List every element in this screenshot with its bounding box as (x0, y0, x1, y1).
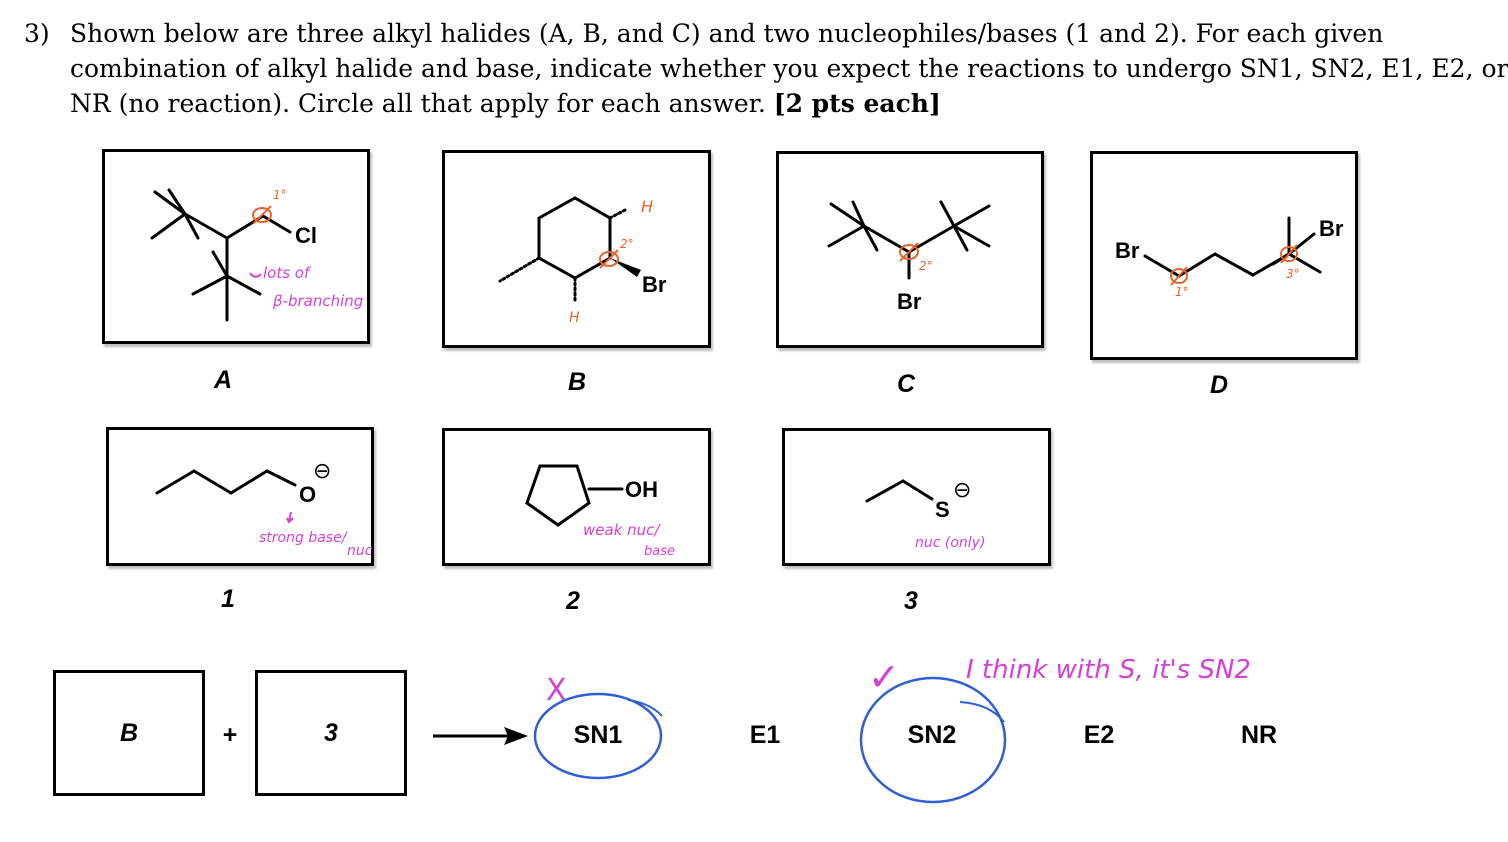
option-e2[interactable]: E2 (1083, 721, 1115, 749)
option-sn1[interactable]: SN1 (573, 721, 623, 749)
halide-c-structure-box: Br 2° (776, 151, 1044, 348)
halide-b-atom: Br (642, 272, 667, 297)
reaction-arrow (433, 727, 528, 745)
question-number: 3) (24, 19, 50, 48)
halide-d-structure: Br Br 1° 3° (1115, 216, 1344, 299)
question-text: Shown below are three alkyl halides (A, … (70, 16, 1508, 121)
nucleophile-2-structure-box: OH weak nuc/ base (442, 428, 711, 566)
answer-halide-box[interactable]: B (53, 670, 205, 796)
halide-b-label: B (567, 368, 587, 396)
halide-a-structure: Cl 1° lots of β-branching (150, 188, 363, 322)
halide-c-label: C (896, 370, 916, 398)
question-line-3: NR (no reaction). Circle all that apply … (70, 86, 1410, 121)
halide-c-structure: Br 2° (827, 200, 991, 314)
halide-a-label: A (213, 366, 233, 394)
handwritten-annotations: X ✓ I think with S, it's SN2 (533, 655, 1251, 804)
nucleophile-1-structure-box: O ⊖ strong base/ nuc (106, 427, 374, 566)
option-e1[interactable]: E1 (749, 721, 781, 749)
nucleophile-1-note-line-1: strong base/ (259, 530, 348, 546)
option-nr[interactable]: NR (1240, 721, 1278, 749)
nucleophile-1-label: 1 (221, 585, 235, 613)
halide-c-degree-note: 2° (919, 259, 933, 273)
nucleophile-2-note-line-1: weak nuc/ (583, 521, 661, 539)
halide-d-atom-right: Br (1319, 216, 1344, 241)
nucleophile-3-charge: ⊖ (953, 478, 971, 503)
handwritten-comment: I think with S, it's SN2 (966, 655, 1251, 685)
option-sn2[interactable]: SN2 (907, 721, 957, 749)
halide-c-atom: Br (897, 289, 922, 314)
halide-a-structure-box: Cl 1° lots of β-branching (102, 149, 370, 344)
nucleophile-1-note-line-2: nuc (347, 543, 373, 559)
wrong-mark: X (546, 673, 567, 708)
plus-sign: + (222, 721, 238, 749)
nucleophile-3-structure: S ⊖ nuc (only) (865, 478, 985, 551)
nucleophile-3-atom: S (935, 497, 950, 522)
nucleophile-2-note-line-2: base (644, 544, 675, 559)
nucleophile-2-structure: OH weak nuc/ base (525, 464, 675, 559)
halide-d-label: D (1209, 371, 1229, 399)
correct-mark: ✓ (868, 655, 900, 699)
halide-a-note-line-2: β-branching (272, 292, 363, 310)
halide-d-structure-box: Br Br 1° 3° (1090, 151, 1358, 360)
halide-b-degree-note: 2° (620, 237, 634, 251)
nucleophile-3-structure-box: S ⊖ nuc (only) (782, 428, 1051, 566)
halide-d-atom-left: Br (1115, 238, 1140, 263)
nucleophile-1-charge: ⊖ (313, 459, 331, 484)
halide-b-structure-box: Br H H 2° (442, 150, 711, 348)
halide-a-note-line-1: lots of (263, 264, 312, 282)
nucleophile-2-atom: OH (625, 477, 658, 502)
nucleophile-2-label: 2 (566, 587, 580, 615)
halide-a-degree-note: 1° (273, 188, 287, 202)
halide-d-note-right: 3° (1286, 267, 1300, 281)
halide-d-note-left: 1° (1175, 285, 1189, 299)
answer-nucleophile-box[interactable]: 3 (255, 670, 407, 796)
points-value: [2 pts each] (773, 89, 941, 118)
halide-b-structure: Br H H 2° (498, 196, 667, 326)
nucleophile-1-structure: O ⊖ strong base/ nuc (155, 459, 373, 559)
halide-a-atom: Cl (295, 223, 317, 248)
question-line-3-text: NR (no reaction). Circle all that apply … (70, 89, 774, 118)
halide-b-h-bottom: H (569, 310, 580, 326)
halide-b-h-top: H (641, 197, 653, 216)
nucleophile-3-label: 3 (904, 587, 918, 615)
question-line-2: combination of alkyl halide and base, in… (70, 54, 1508, 83)
nucleophile-1-atom: O (299, 482, 316, 507)
question-line-1: Shown below are three alkyl halides (A, … (70, 19, 1384, 48)
nucleophile-3-note: nuc (only) (915, 535, 985, 551)
